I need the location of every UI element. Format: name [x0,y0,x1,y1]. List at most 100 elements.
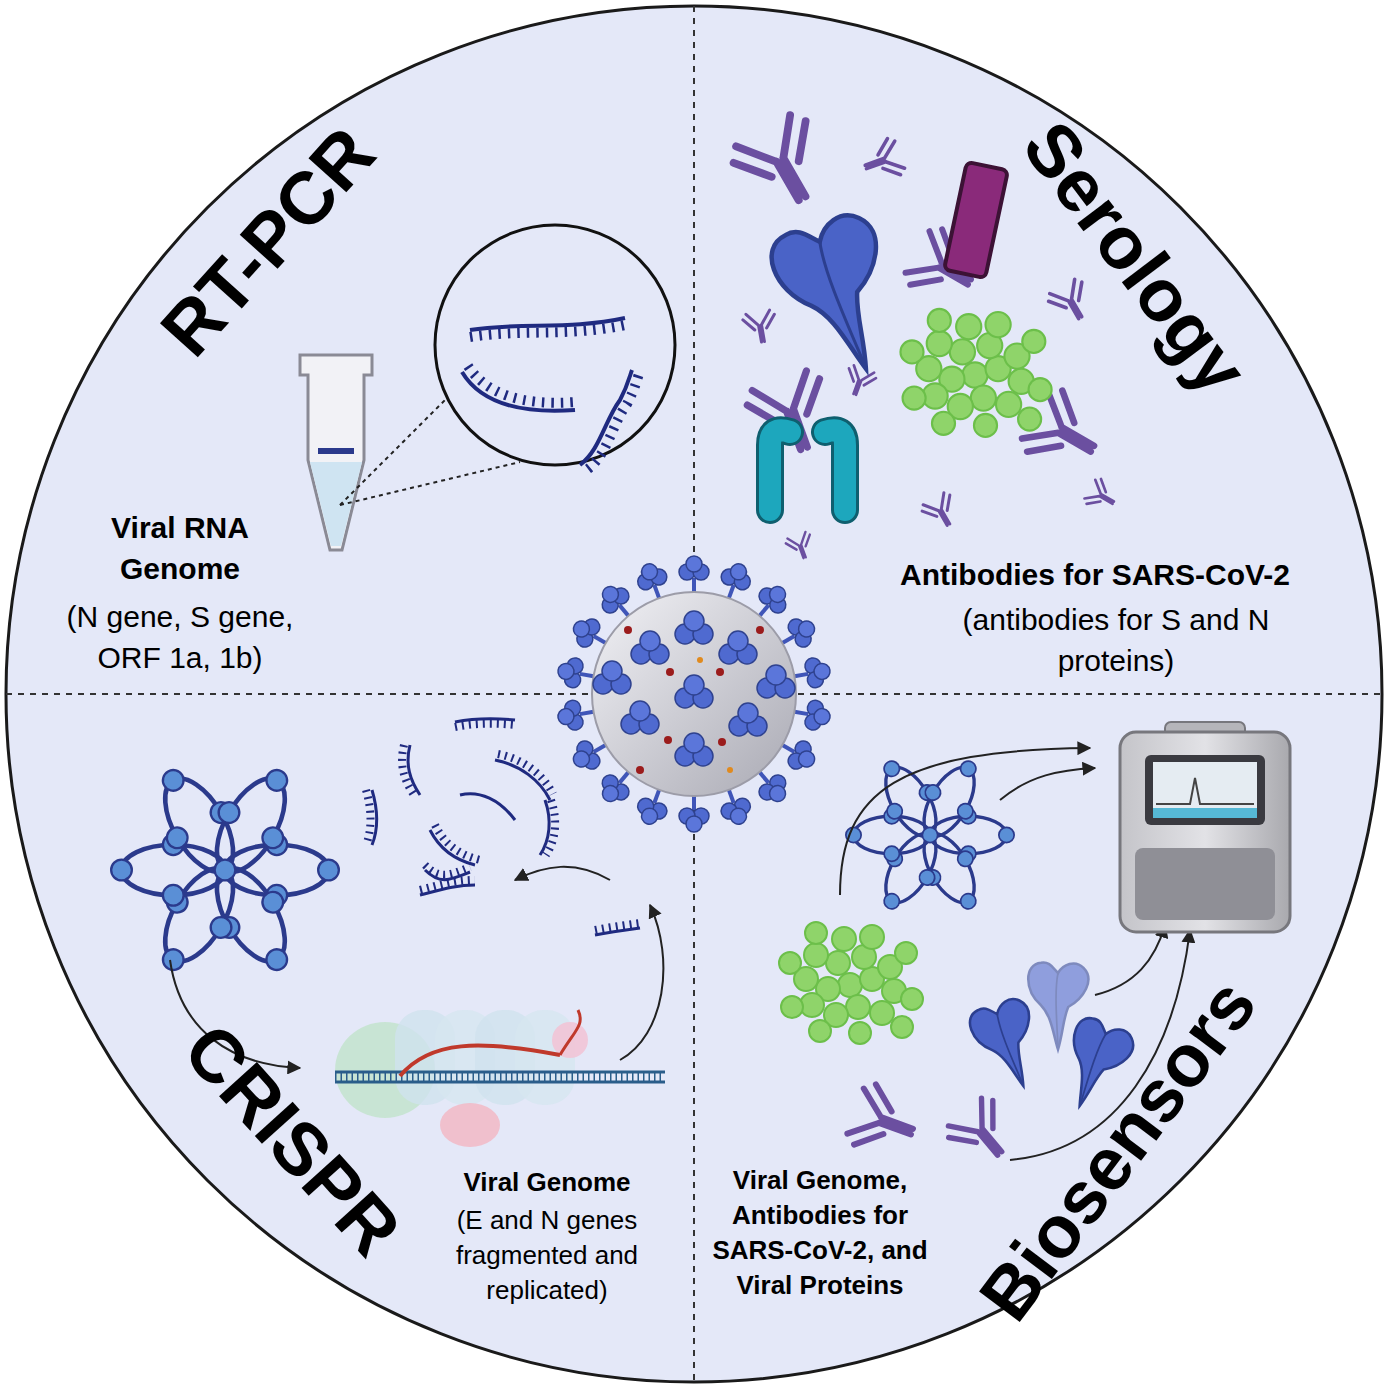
method-quadrant: CRISPRViral Genome(E and N genes fragmen… [0,694,694,1388]
serology-art [825,430,845,510]
method-title: CRISPR [171,1011,413,1268]
target-detail: (E and N genes fragmented and replicated… [422,1203,672,1308]
method-quadrant: BiosensorsViral Genome, Antibodies for S… [694,694,1388,1388]
method-title: RT-PCR [148,115,387,369]
biosensor-art [1135,848,1275,920]
crispr-art [402,745,414,795]
target-detail: (antibodies for S and N proteins) [906,600,1326,681]
pcr-tube [340,395,450,505]
virus-illustration [727,767,733,773]
biosensor-art [1120,732,1290,932]
crispr-art [372,790,377,845]
virus-illustration [697,657,703,663]
crispr-art [455,724,515,727]
crispr-art [335,1072,665,1082]
crispr-art [440,1103,500,1147]
biosensor-art [1000,768,1095,800]
crispr-art [515,867,610,880]
crispr-art [498,754,553,794]
virus-illustration [675,611,713,644]
crispr-art [420,880,475,890]
serology-art [920,491,963,533]
method-quadrant: RT-PCR Viral RNA Genome(N gene, S gene, O… [0,0,694,694]
biosensor-art [846,749,1014,921]
outer-circle [6,6,1382,1382]
virus-illustration [757,665,795,698]
crispr-art [425,870,470,880]
virus-illustration [675,675,713,708]
virus-illustration [792,697,833,733]
serology-art [764,206,916,386]
outer-circle [6,6,1382,1382]
serology-art [825,430,845,510]
magnifier [462,372,575,411]
crispr-art [400,1046,560,1076]
target-heading: Viral Genome, Antibodies for SARS-CoV-2,… [705,1163,935,1303]
pcr-tube [300,355,372,550]
virus-illustration [679,796,709,832]
virus-illustration [729,703,767,736]
crispr-art [425,865,470,875]
virus-illustration [555,655,596,691]
crispr-art [366,719,640,935]
virus-illustration [716,668,724,676]
serology-art [900,309,1051,437]
crispr-art [408,745,420,795]
target-detail: (N gene, S gene, ORF 1a, 1b) [50,597,310,678]
biosensor-art [1145,755,1265,825]
virus-illustration [679,556,709,592]
crispr-art [560,1010,580,1055]
biosensor-art [779,922,923,1044]
crispr-art [595,923,640,930]
crispr-art [495,760,550,800]
virus-illustration [592,592,796,796]
virus-illustration [636,766,644,774]
serology-art [770,430,790,510]
biosensor-art [845,1081,923,1162]
magnifier [580,370,632,465]
virus-illustration [792,655,833,691]
method-title: Serology [1010,109,1260,406]
biosensor-art [966,994,1052,1096]
virus-illustration [631,631,669,664]
crispr-art [460,794,515,820]
magnifier [470,325,625,337]
virus-illustration [666,668,674,676]
serology-art [841,364,877,399]
magnifier [468,366,575,403]
crispr-art [540,800,549,855]
magnifier [435,225,675,469]
crispr-art [335,1072,665,1082]
biosensor-art [1095,925,1165,995]
pcr-tube [340,462,520,505]
biosensor-art [943,1094,1022,1172]
serology-art [1018,385,1110,479]
crispr-art [546,800,555,855]
virus-illustration [664,736,672,744]
crispr-art [620,905,663,1060]
serology-art [1083,477,1121,515]
pcr-tube [318,448,354,454]
target-heading: Viral Genome [417,1165,677,1200]
crispr-art [111,754,339,987]
target-heading: Viral RNA Genome [70,508,290,589]
virus-illustration [675,733,713,766]
biosensor-art [1153,762,1257,818]
virus-illustration [621,701,659,734]
method-title: Biosensors [967,967,1269,1333]
pcr-tube [310,462,362,546]
virus-illustration [593,661,631,694]
virus-illustration [756,626,764,634]
biosensor-art [1153,808,1257,818]
target-heading: Antibodies for SARS-CoV-2 [860,555,1330,596]
serology-art [770,430,790,510]
method-quadrant: SerologyAntibodies for SARS-CoV-2(antibo… [694,0,1388,694]
crispr-art [435,825,480,860]
serology-art [727,110,838,219]
serology-art [944,162,1008,278]
virus-illustration [555,556,832,832]
magnifier [588,374,639,469]
magnifier [435,225,675,465]
